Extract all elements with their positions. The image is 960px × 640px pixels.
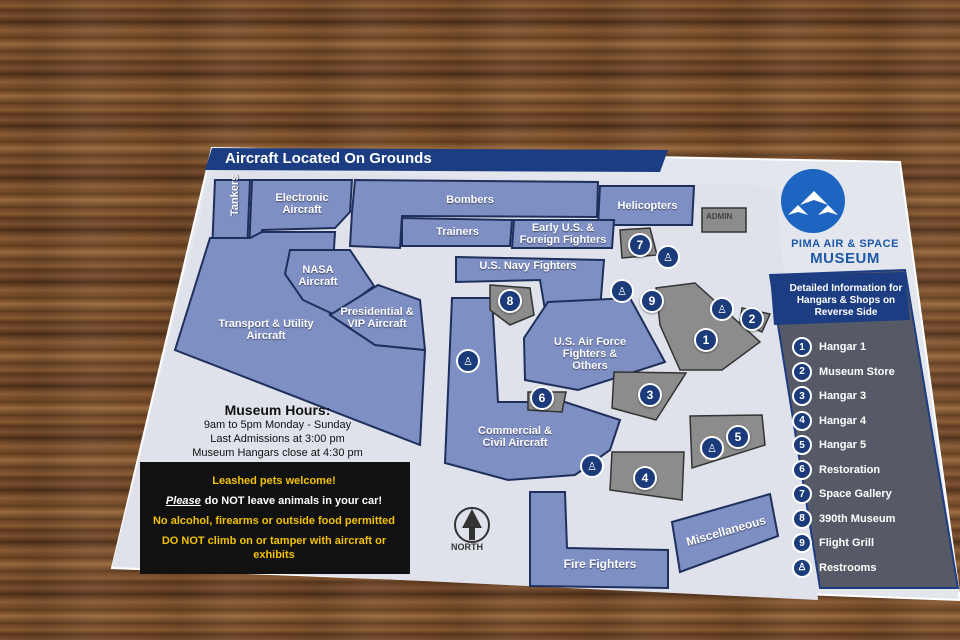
hours-title: Museum Hours: [224, 402, 331, 418]
legend-label: Museum Store [819, 365, 895, 378]
restroom-icon: ♙ [656, 245, 680, 269]
legend-label: Hangar 3 [819, 390, 867, 403]
legend-header-bg [770, 272, 910, 325]
legend-label: Hangar 1 [819, 341, 867, 354]
hours-line: Last Admissions at 3:00 pm [210, 433, 345, 445]
marker-store: 2 [740, 307, 764, 331]
building-hangar-1 [655, 282, 762, 371]
museum-hours: Museum Hours: 9am to 5pm Monday - Sunday… [180, 402, 375, 460]
legend-number: 8 [792, 508, 812, 529]
legend-item: 2 Museum Store [792, 360, 932, 385]
label-bombers: Bombers [446, 194, 494, 206]
notice-text: do NOT leave animals in your car! [204, 495, 383, 507]
hours-line: 9am to 5pm Monday - Sunday [203, 419, 352, 431]
legend-number: 1 [792, 337, 812, 358]
label-early-us: Early U.S. & Foreign Fighters [519, 222, 607, 246]
legend-item: 8 390th Museum [792, 507, 932, 532]
legend-item: 3 Hangar 3 [792, 384, 932, 409]
legend-item: 5 Hangar 5 [792, 433, 932, 458]
marker-390th: 8 [498, 289, 522, 313]
north-arrow-icon [454, 507, 490, 543]
notice-box [140, 462, 410, 574]
legend-label: Hangar 5 [819, 439, 867, 452]
label-north: NORTH [451, 542, 483, 552]
legend-heading: Detailed Information for Hangars & Shops… [789, 283, 903, 318]
zone-fire [529, 491, 669, 590]
marker-restoration: 6 [530, 386, 554, 410]
notice-line: Leashed pets welcome! [212, 475, 336, 487]
label-electronic: Electronic Aircraft [275, 192, 329, 216]
label-air-force: U.S. Air Force Fighters & Others [553, 336, 627, 372]
restroom-icon: ♙ [710, 297, 734, 321]
marker-flight-grill: 9 [640, 289, 664, 313]
legend-item: ♙ Restrooms [792, 556, 932, 581]
restroom-icon: ♙ [610, 279, 634, 303]
title-bar [205, 148, 668, 172]
legend-number: 2 [792, 361, 812, 382]
zone-commercial [443, 297, 622, 482]
legend-item: 6 Restoration [792, 458, 932, 483]
legend-label: Space Gallery [819, 488, 892, 501]
restroom-icon: ♙ [700, 436, 724, 460]
please-text: Please [165, 495, 201, 507]
legend-item: 9 Flight Grill [792, 531, 932, 556]
marker-hangar-4: 4 [633, 466, 657, 490]
legend-label: Hangar 4 [819, 414, 867, 427]
label-trainers: Trainers [436, 226, 479, 238]
label-helicopters: Helicopters [617, 200, 678, 212]
map-title: Aircraft Located On Grounds [225, 150, 432, 167]
brand-line2: MUSEUM [810, 250, 880, 267]
legend-number: 4 [792, 410, 812, 431]
restroom-icon: ♙ [792, 557, 812, 578]
zone-trainers [401, 216, 514, 247]
marker-hangar-1: 1 [694, 328, 718, 352]
legend-number: 9 [792, 533, 812, 554]
legend-number: 5 [792, 435, 812, 456]
label-presidential: Presidential & VIP Aircraft [340, 306, 414, 330]
zone-misc [670, 492, 780, 574]
label-transport: Transport & Utility Aircraft [218, 318, 314, 342]
zone-helicopters [596, 185, 696, 226]
label-nasa: NASA Aircraft [298, 264, 338, 288]
legend-number: 7 [792, 484, 812, 505]
restroom-icon: ♙ [580, 454, 604, 478]
legend-item: 4 Hangar 4 [792, 409, 932, 434]
brand-line1: PIMA AIR & SPACE [791, 238, 899, 250]
legend-item: 7 Space Gallery [792, 482, 932, 507]
legend-item: 1 Hangar 1 [792, 335, 932, 360]
zone-presidential [328, 283, 427, 352]
label-navy: U.S. Navy Fighters [479, 260, 577, 272]
notice-line: DO NOT climb on or tamper with aircraft … [161, 535, 387, 561]
legend-label: 390th Museum [819, 512, 896, 525]
zone-early-us [510, 219, 616, 249]
label-fire: Fire Fighters [563, 557, 637, 571]
legend-number: 6 [792, 459, 812, 480]
label-admin: ADMIN [706, 212, 733, 221]
museum-logo-icon [781, 169, 845, 233]
marker-space-gallery: 7 [628, 233, 652, 257]
marker-hangar-3: 3 [638, 383, 662, 407]
label-commercial: Commercial & Civil Aircraft [478, 425, 552, 449]
legend-label: Restrooms [819, 561, 877, 574]
marker-hangar-5: 5 [726, 425, 750, 449]
building-admin [701, 207, 747, 233]
hours-line: Museum Hangars close at 4:30 pm [192, 447, 363, 459]
legend-number: 3 [792, 386, 812, 407]
label-tankers: Tankers [229, 174, 241, 216]
restroom-icon: ♙ [456, 349, 480, 373]
legend-panel [768, 268, 960, 589]
museum-brand: PIMA AIR & SPACE MUSEUM [770, 238, 920, 267]
legend-label: Flight Grill [819, 537, 874, 550]
notice-line: No alcohol, firearms or outside food per… [152, 515, 396, 527]
legend-label: Restoration [819, 463, 881, 476]
